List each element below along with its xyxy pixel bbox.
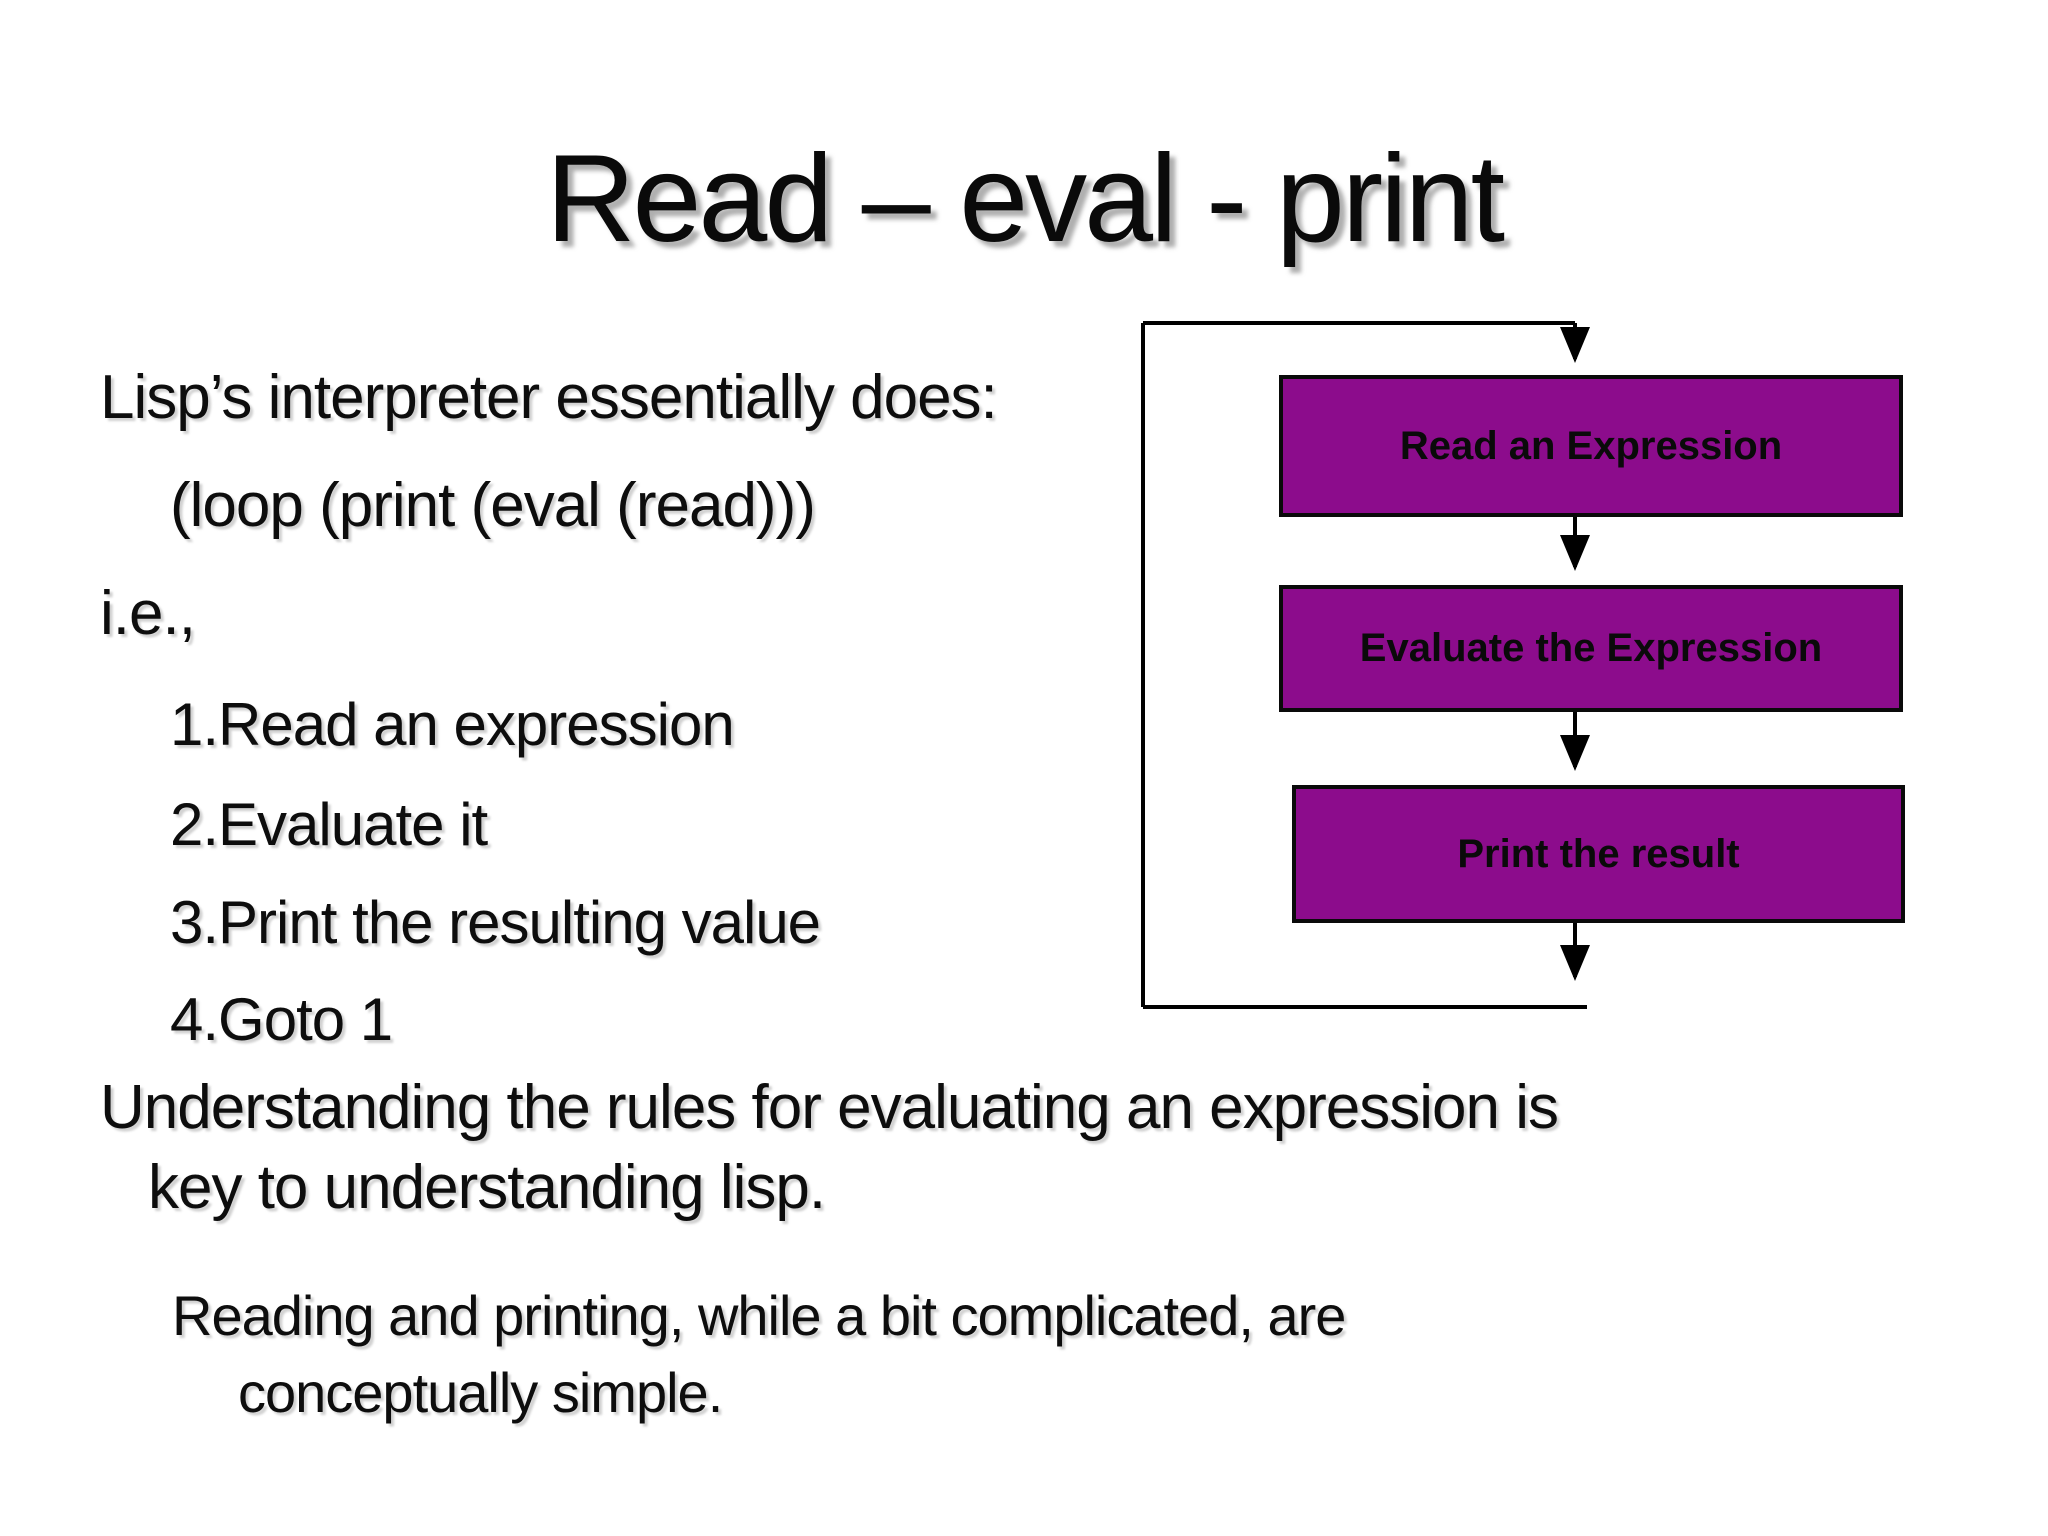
flow-box-evaluate-label: Evaluate the Expression [1359, 626, 1823, 670]
closing-subparagraph-line-1: Reading and printing, while a bit compli… [172, 1284, 1346, 1347]
closing-subparagraph-line-2: conceptually simple. [238, 1361, 723, 1424]
closing-paragraph-line-1: Understanding the rules for evaluating a… [100, 1073, 1559, 1142]
slide-title: Read – eval - print [545, 130, 1505, 268]
flowchart-connectors [1141, 321, 1590, 1009]
flow-box-read-label: Read an Expression [1399, 423, 1783, 468]
step-item-1: 1.Read an expression [170, 691, 735, 758]
step-item-3: 3.Print the resulting value [170, 889, 821, 956]
lisp-code-line: (loop (print (eval (read))) [170, 471, 816, 540]
closing-paragraph-line-2: key to understanding lisp. [148, 1153, 826, 1222]
intro-line: Lisp’s interpreter essentially does: [100, 363, 998, 432]
flow-box-evaluate: Evaluate the Expression [1279, 585, 1903, 712]
ie-line: i.e., [100, 579, 196, 648]
flow-box-print-label: Print the result [1457, 831, 1740, 876]
flow-box-print: Print the result [1292, 785, 1905, 923]
step-item-2: 2.Evaluate it [170, 791, 488, 858]
flow-box-read: Read an Expression [1279, 375, 1903, 517]
step-item-4: 4.Goto 1 [170, 986, 393, 1053]
